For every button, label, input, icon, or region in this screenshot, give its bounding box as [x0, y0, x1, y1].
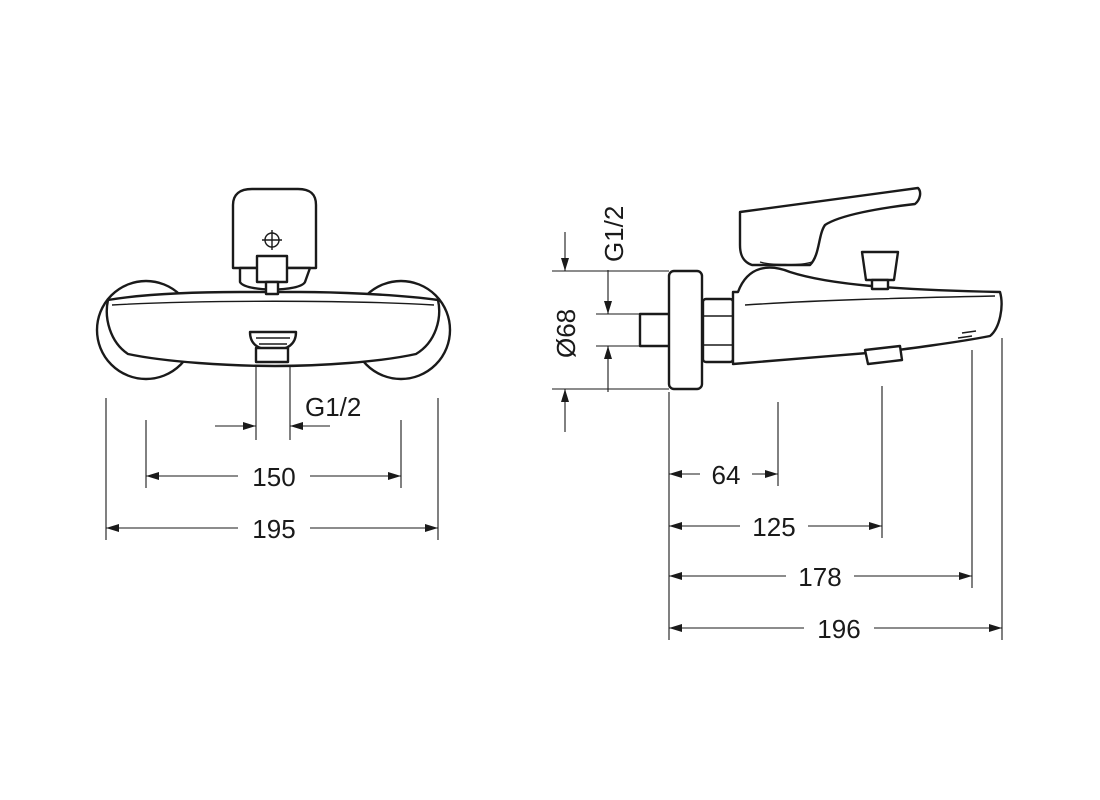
front-view: G1/2 150 195 [95, 187, 452, 544]
front-centres-label: 150 [252, 462, 295, 492]
side-dim-178-label: 178 [798, 562, 841, 592]
side-diverter-knob [860, 250, 900, 282]
side-body [731, 266, 1003, 366]
side-wall-flange [667, 269, 704, 391]
side-dim-125-label: 125 [752, 512, 795, 542]
side-connection-pipe [638, 312, 672, 348]
side-flange-diameter-label: Ø68 [551, 309, 581, 358]
front-lever [231, 187, 318, 270]
side-spout-outlet [863, 344, 904, 366]
side-nut [701, 297, 735, 364]
side-dim-64-label: 64 [712, 460, 741, 490]
front-thread-label: G1/2 [305, 392, 361, 422]
side-lever [738, 186, 922, 267]
side-dim-196-label: 196 [817, 614, 860, 644]
front-body [105, 290, 441, 368]
side-thread-label: G1/2 [599, 206, 629, 262]
side-view: G1/2 Ø68 64 125 178 [551, 186, 1003, 644]
front-width-label: 195 [252, 514, 295, 544]
